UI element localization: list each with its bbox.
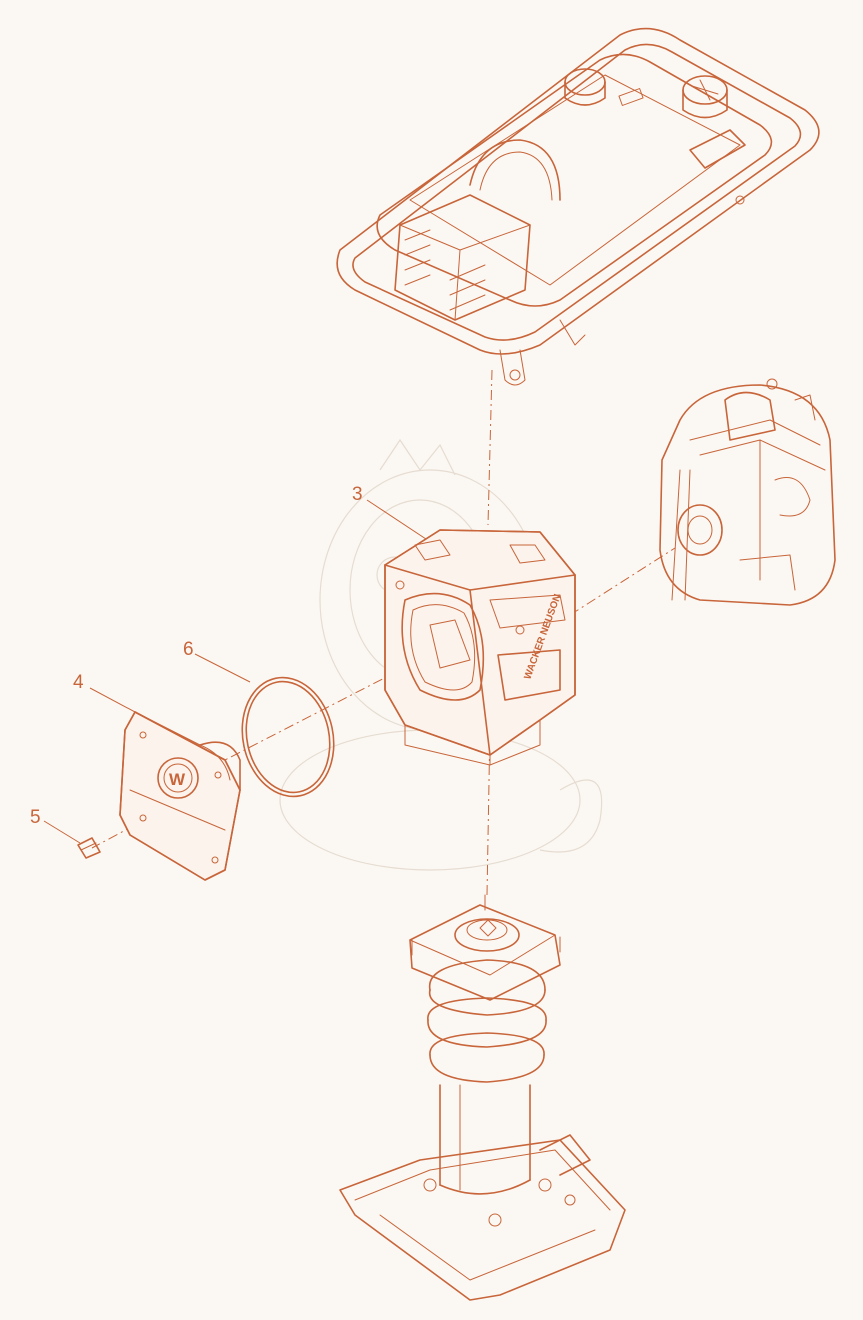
bellows-foot-assembly [339, 894, 626, 1301]
callout-6: 6 [183, 639, 194, 660]
engine [659, 378, 836, 606]
cover-plate: W [119, 711, 241, 881]
callout-5: 5 [30, 807, 41, 828]
engine-housing: WACKER NEUSON [384, 529, 576, 766]
svg-text:W: W [169, 770, 186, 789]
handle-tank-assembly [336, 27, 820, 386]
o-ring [241, 676, 335, 798]
screw [77, 837, 101, 859]
callout-4: 4 [73, 672, 84, 693]
callout-3: 3 [352, 484, 363, 505]
